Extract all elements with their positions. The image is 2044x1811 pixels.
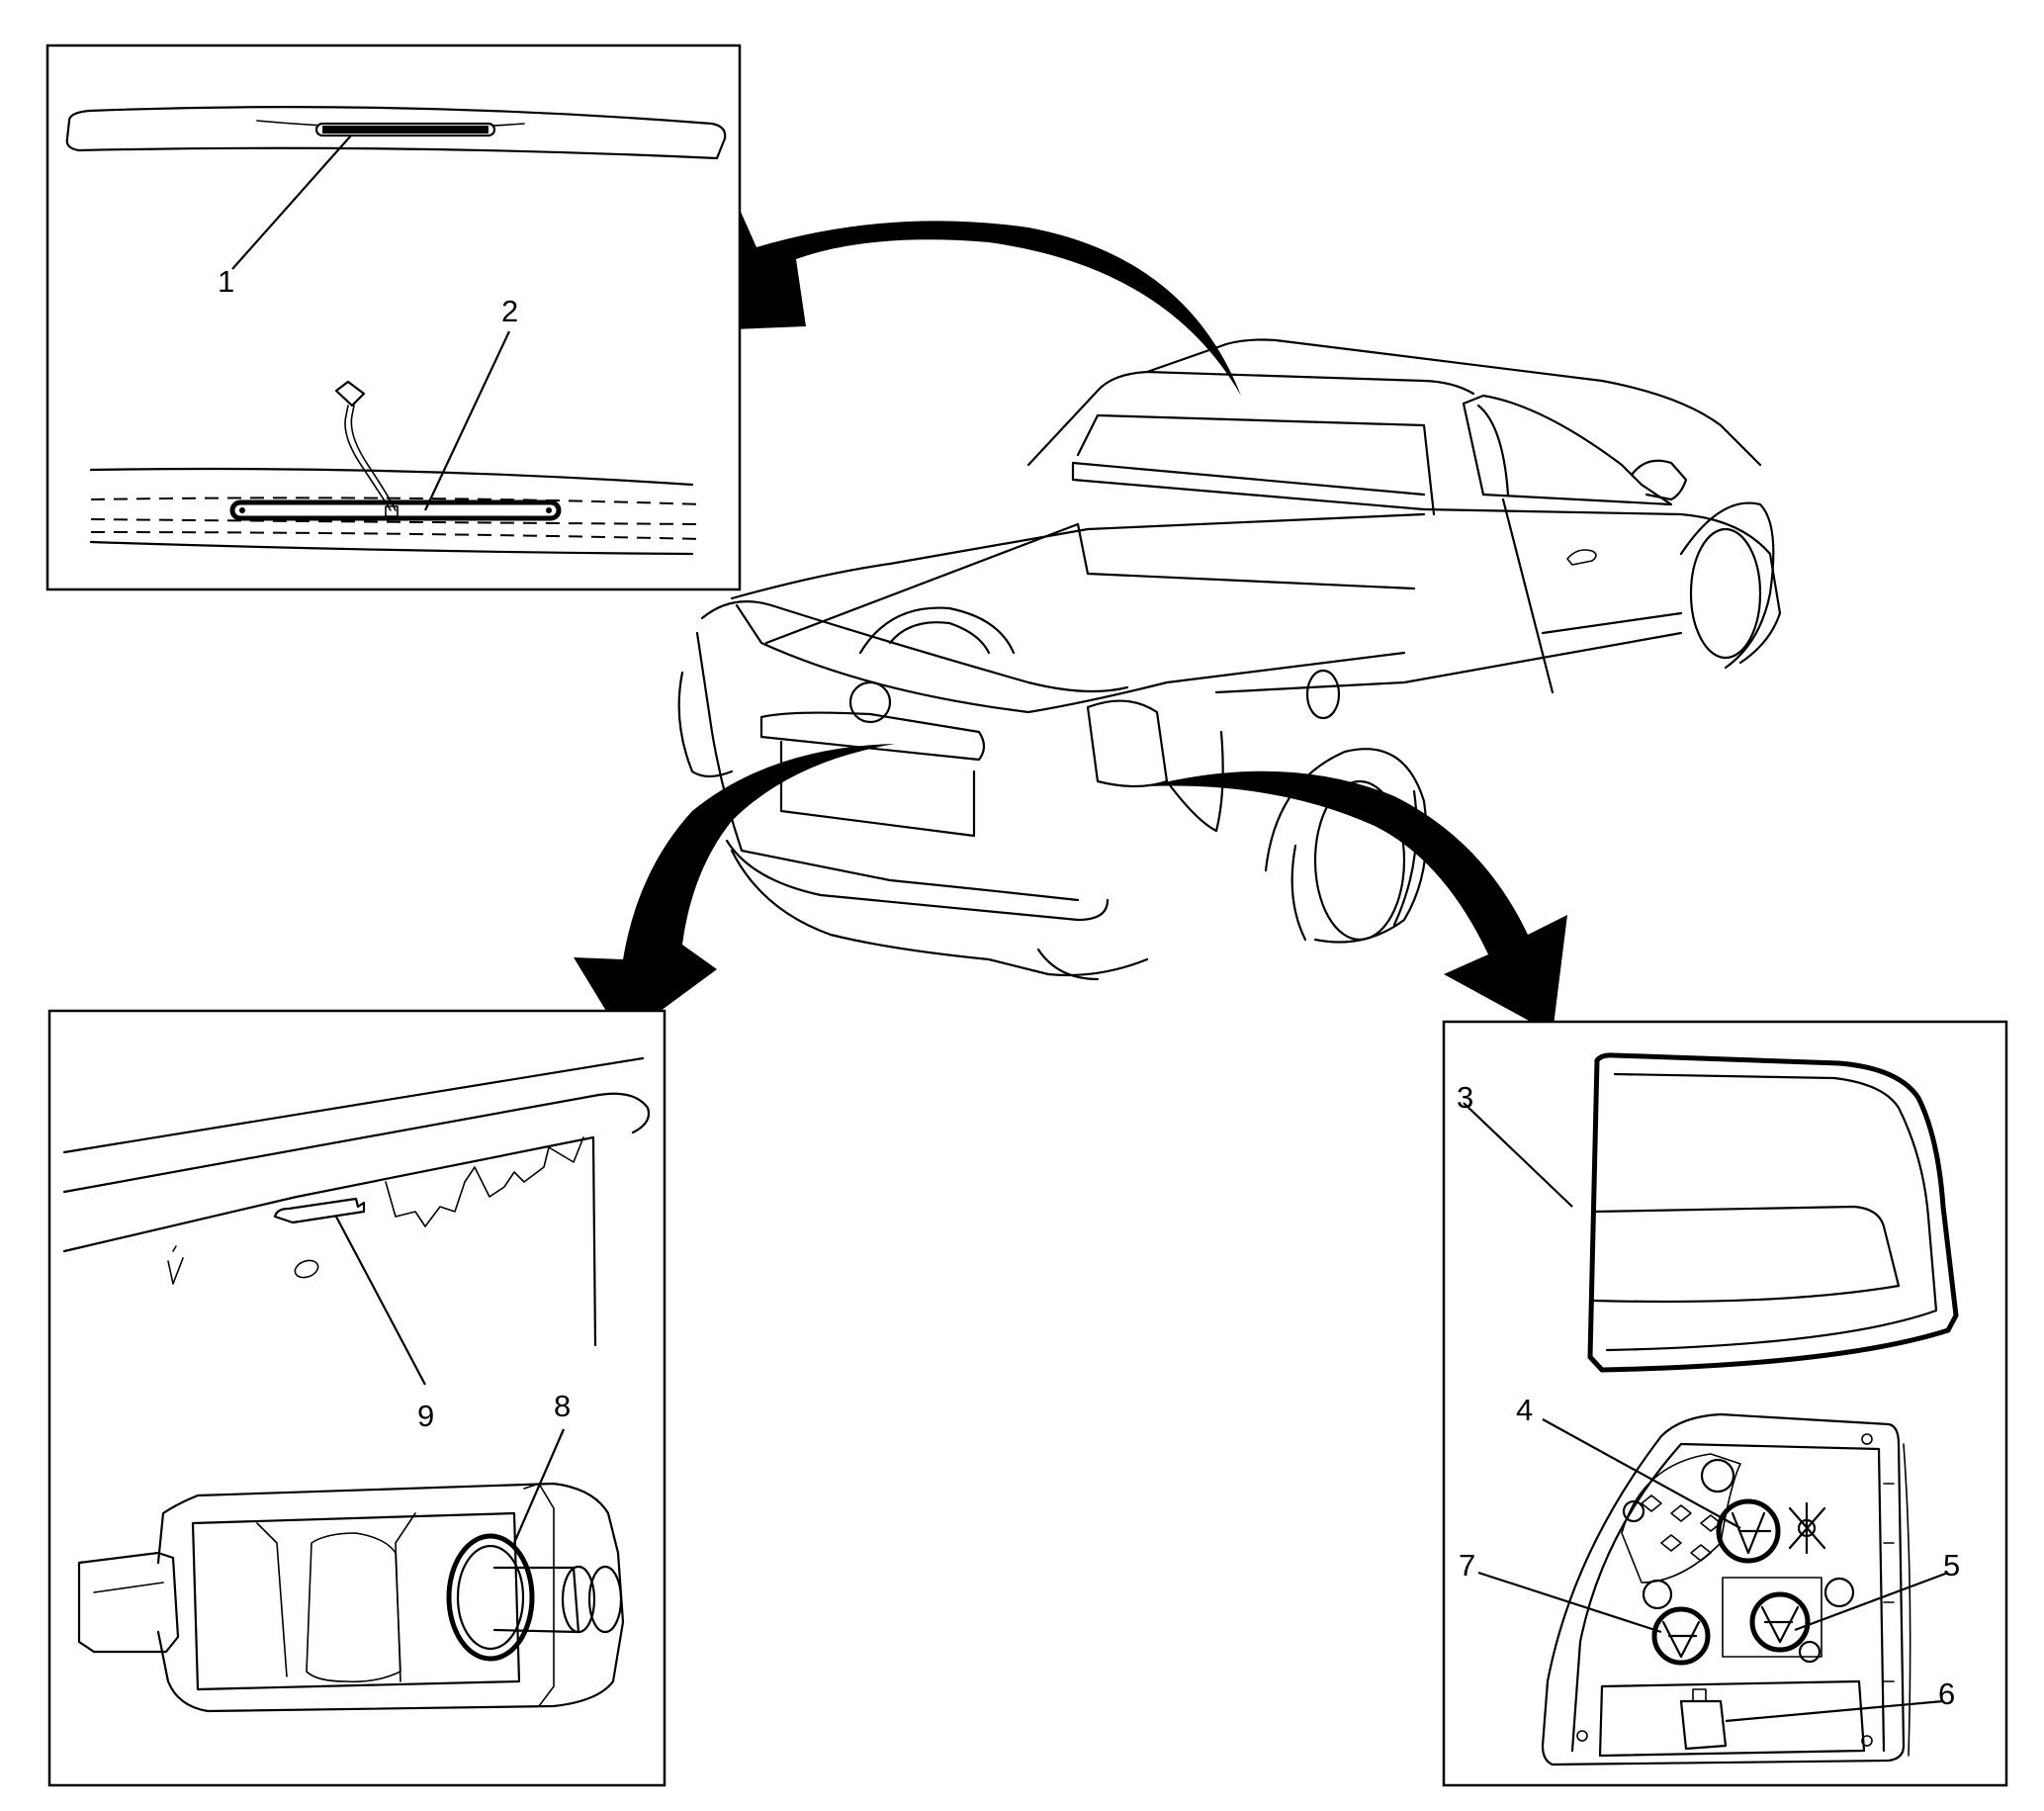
callout-6: 6 <box>1938 1676 1955 1711</box>
callout-4: 4 <box>1516 1393 1533 1427</box>
callout-5: 5 <box>1943 1548 1960 1583</box>
callout-2: 2 <box>501 294 518 328</box>
panel-tail-lamp: 3 4 7 5 6 <box>1442 1020 2008 1787</box>
panel-high-mount-stop-lamp: 1 2 <box>45 44 742 591</box>
callout-8: 8 <box>554 1389 571 1423</box>
callout-1: 1 <box>218 264 234 299</box>
lamp-led-segments <box>322 126 489 134</box>
arrow-to-high-mount-stop-lamp <box>682 203 1241 396</box>
panel-license-plate-lamp: 9 8 <box>47 1009 667 1787</box>
arrow-to-license-lamp <box>574 744 895 1039</box>
callout-7: 7 <box>1459 1548 1475 1583</box>
utility-vehicle-rear-view <box>677 338 1782 981</box>
callout-3: 3 <box>1457 1080 1473 1115</box>
arrow-to-tail-lamp <box>1147 770 1567 1034</box>
callout-9: 9 <box>417 1399 434 1433</box>
